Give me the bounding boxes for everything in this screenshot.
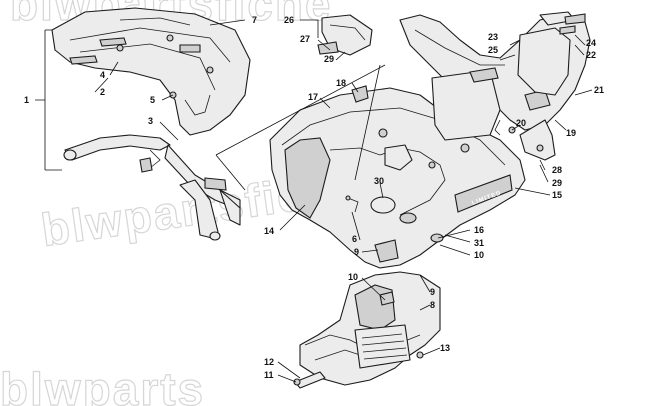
rear-rack [51, 7, 251, 136]
callout-29b: 29 [552, 178, 562, 188]
leader-lines [35, 19, 593, 383]
callout-17: 17 [308, 92, 318, 102]
callout-31: 31 [474, 238, 484, 248]
callout-19: 19 [566, 128, 576, 138]
callout-12: 12 [264, 357, 274, 367]
watermark-bottom: blwparts [0, 363, 205, 406]
callout-22: 22 [586, 50, 596, 60]
callout-4: 4 [100, 70, 105, 80]
callout-27: 27 [300, 34, 310, 44]
callout-5: 5 [150, 95, 155, 105]
clip-part-11-12 [293, 371, 326, 389]
callout-18: 18 [336, 78, 346, 88]
callout-15: 15 [552, 190, 562, 200]
callout-16: 16 [474, 225, 484, 235]
callout-1: 1 [24, 95, 29, 105]
callout-25: 25 [488, 45, 498, 55]
side-bracket [519, 119, 556, 161]
callout-21: 21 [594, 85, 604, 95]
side-panel [317, 14, 373, 56]
callout-8: 8 [430, 300, 435, 310]
callout-6: 6 [352, 234, 357, 244]
callout-14: 14 [264, 226, 274, 236]
callout-30: 30 [374, 176, 384, 186]
limited-decal [454, 174, 513, 213]
callout-13: 13 [440, 343, 450, 353]
callout-10a: 10 [348, 272, 358, 282]
callout-9a: 9 [354, 247, 359, 257]
callout-11: 11 [264, 370, 274, 380]
fastener-part-6 [345, 195, 359, 213]
footwell [299, 271, 441, 386]
callout-10b: 10 [474, 250, 484, 260]
callout-28: 28 [552, 165, 562, 175]
rack-bracket [63, 134, 241, 241]
callout-26: 26 [284, 15, 294, 25]
callout-29a: 29 [324, 54, 334, 64]
callout-labels: 1 2 3 4 5 6 7 8 9 9 10 10 11 12 13 14 15… [24, 15, 604, 380]
callout-2: 2 [100, 87, 105, 97]
callout-23: 23 [488, 32, 498, 42]
callout-7: 7 [252, 15, 257, 25]
callout-24: 24 [586, 38, 596, 48]
front-panel-insert [517, 11, 586, 96]
callout-3: 3 [148, 116, 153, 126]
callout-9b: 9 [430, 287, 435, 297]
callout-20: 20 [516, 118, 526, 128]
